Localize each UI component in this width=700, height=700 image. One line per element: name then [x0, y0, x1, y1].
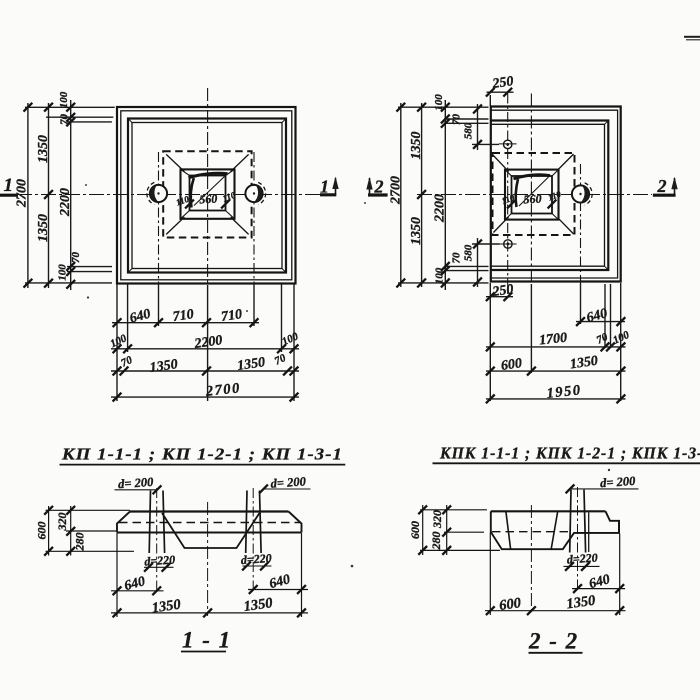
- svg-text:2200: 2200: [193, 333, 224, 352]
- svg-text:600: 600: [500, 356, 523, 374]
- svg-text:560: 560: [199, 192, 218, 207]
- svg-text:2: 2: [374, 177, 384, 197]
- svg-text:100: 100: [58, 91, 70, 108]
- svg-text:580: 580: [463, 244, 475, 261]
- svg-text:1350: 1350: [409, 132, 424, 160]
- svg-text:1350: 1350: [243, 595, 274, 615]
- svg-text:1350: 1350: [36, 214, 51, 242]
- svg-text:1350: 1350: [236, 355, 266, 374]
- svg-text:d=220: d=220: [566, 550, 598, 566]
- svg-text:2200: 2200: [432, 194, 447, 223]
- svg-text:70: 70: [273, 352, 288, 368]
- svg-text:640: 640: [588, 572, 612, 592]
- svg-text:100: 100: [611, 329, 631, 347]
- svg-text:100: 100: [433, 94, 445, 111]
- svg-text:640: 640: [123, 574, 147, 594]
- svg-text:710: 710: [172, 307, 195, 325]
- svg-text:640: 640: [128, 307, 152, 327]
- svg-text:2: 2: [657, 176, 667, 196]
- svg-text:1350: 1350: [151, 597, 182, 617]
- svg-text:1700: 1700: [538, 331, 567, 349]
- svg-text:2 - 2: 2 - 2: [528, 629, 579, 654]
- svg-text:640: 640: [585, 306, 609, 326]
- svg-text:d= 200: d= 200: [600, 474, 637, 490]
- svg-text:КП 1-1-1 ; КП 1-2-1 ; КП 1-3-1: КП 1-1-1 ; КП 1-2-1 ; КП 1-3-1: [61, 445, 343, 464]
- svg-text:250: 250: [491, 74, 515, 92]
- svg-text:1: 1: [4, 175, 14, 196]
- svg-text:110: 110: [547, 189, 563, 203]
- svg-text:70: 70: [451, 114, 463, 126]
- svg-text:КПК 1-1-1 ; КПК 1-2-1 ; КПК 1-: КПК 1-1-1 ; КПК 1-2-1 ; КПК 1-3-1: [439, 444, 700, 463]
- svg-text:110: 110: [175, 194, 191, 208]
- svg-text:70: 70: [59, 114, 71, 126]
- svg-text:1350: 1350: [409, 217, 424, 245]
- svg-text:d=220: d=220: [144, 552, 176, 568]
- svg-text:d= 200: d= 200: [270, 474, 307, 490]
- svg-text:1950: 1950: [546, 382, 582, 402]
- svg-text:250: 250: [491, 282, 515, 300]
- svg-text:2700: 2700: [15, 179, 30, 208]
- svg-text:110: 110: [221, 190, 237, 204]
- svg-text:560: 560: [523, 192, 542, 207]
- svg-text:710: 710: [220, 307, 243, 325]
- svg-text:600: 600: [408, 521, 422, 539]
- svg-text:100: 100: [57, 264, 69, 281]
- svg-text:1350: 1350: [569, 354, 599, 373]
- svg-text:70: 70: [70, 252, 82, 264]
- svg-text:2700: 2700: [204, 380, 241, 400]
- svg-text:600: 600: [498, 595, 522, 614]
- svg-text:280: 280: [429, 532, 443, 551]
- svg-text:1350: 1350: [149, 357, 179, 376]
- svg-text:2200: 2200: [58, 188, 73, 217]
- svg-text:1: 1: [320, 177, 329, 197]
- svg-text:1350: 1350: [565, 593, 596, 613]
- svg-text:600: 600: [35, 522, 49, 540]
- svg-text:320: 320: [55, 513, 69, 532]
- svg-text:d= 200: d= 200: [118, 475, 155, 491]
- svg-text:580: 580: [463, 122, 475, 139]
- svg-text:70: 70: [451, 252, 463, 264]
- svg-text:100: 100: [108, 332, 128, 350]
- svg-text:320: 320: [430, 510, 444, 529]
- svg-text:d=220: d=220: [240, 551, 272, 567]
- svg-text:280: 280: [73, 533, 87, 552]
- svg-text:2700: 2700: [389, 176, 404, 205]
- svg-text:1350: 1350: [36, 135, 51, 163]
- svg-text:100: 100: [434, 267, 446, 284]
- svg-text:640: 640: [268, 572, 292, 592]
- svg-text:1 - 1: 1 - 1: [182, 628, 232, 653]
- svg-text:110: 110: [500, 192, 516, 206]
